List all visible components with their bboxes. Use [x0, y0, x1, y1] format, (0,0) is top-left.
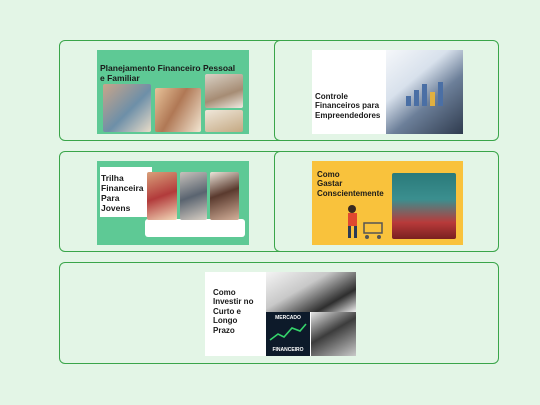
laptop-photo	[311, 312, 356, 356]
family-photo	[103, 84, 151, 132]
course-card-controle[interactable]: Controle Financeiros para Empreendedores	[274, 40, 499, 141]
course-title: Como Gastar Conscientemente	[317, 170, 384, 198]
market-badge: MERCADO FINANCEIRO	[266, 312, 310, 356]
badge-top-text: MERCADO	[275, 315, 301, 321]
course-thumbnail: Como Gastar Conscientemente	[312, 161, 463, 245]
badge-bottom-text: FINANCEIRO	[272, 347, 304, 353]
course-thumbnail: Planejamento Financeiro Pessoal e Famili…	[97, 50, 249, 134]
course-card-planejamento[interactable]: Planejamento Financeiro Pessoal e Famili…	[59, 40, 285, 141]
course-thumbnail: Trilha Financeira Para Jovens	[97, 161, 249, 245]
calculator-photo	[205, 74, 243, 108]
course-thumbnail: Controle Financeiros para Empreendedores	[312, 50, 463, 134]
girl-photo	[210, 172, 239, 220]
course-card-gastar[interactable]: Como Gastar Conscientemente	[274, 151, 499, 252]
course-title: Trilha Financeira Para Jovens	[101, 173, 144, 214]
students-photo	[147, 172, 177, 220]
white-strip	[145, 219, 245, 237]
course-card-investir[interactable]: Como Investir no Curto e Longo Prazo MER…	[59, 262, 499, 364]
bar-chart-icon	[406, 82, 443, 106]
couple-photo	[155, 88, 201, 132]
course-title: Como Investir no Curto e Longo Prazo	[213, 288, 254, 335]
course-title: Planejamento Financeiro Pessoal e Famili…	[100, 63, 236, 84]
shopper-illustration	[348, 205, 383, 239]
store-illustration	[392, 173, 456, 239]
handshake-photo	[266, 272, 356, 312]
trend-line-icon	[269, 323, 307, 341]
bills-photo	[205, 110, 243, 132]
course-thumbnail: Como Investir no Curto e Longo Prazo MER…	[205, 272, 356, 356]
course-card-trilha[interactable]: Trilha Financeira Para Jovens	[59, 151, 285, 252]
phone-photo	[180, 172, 207, 220]
course-title: Controle Financeiros para Empreendedores	[315, 92, 381, 120]
title-panel	[100, 167, 152, 217]
